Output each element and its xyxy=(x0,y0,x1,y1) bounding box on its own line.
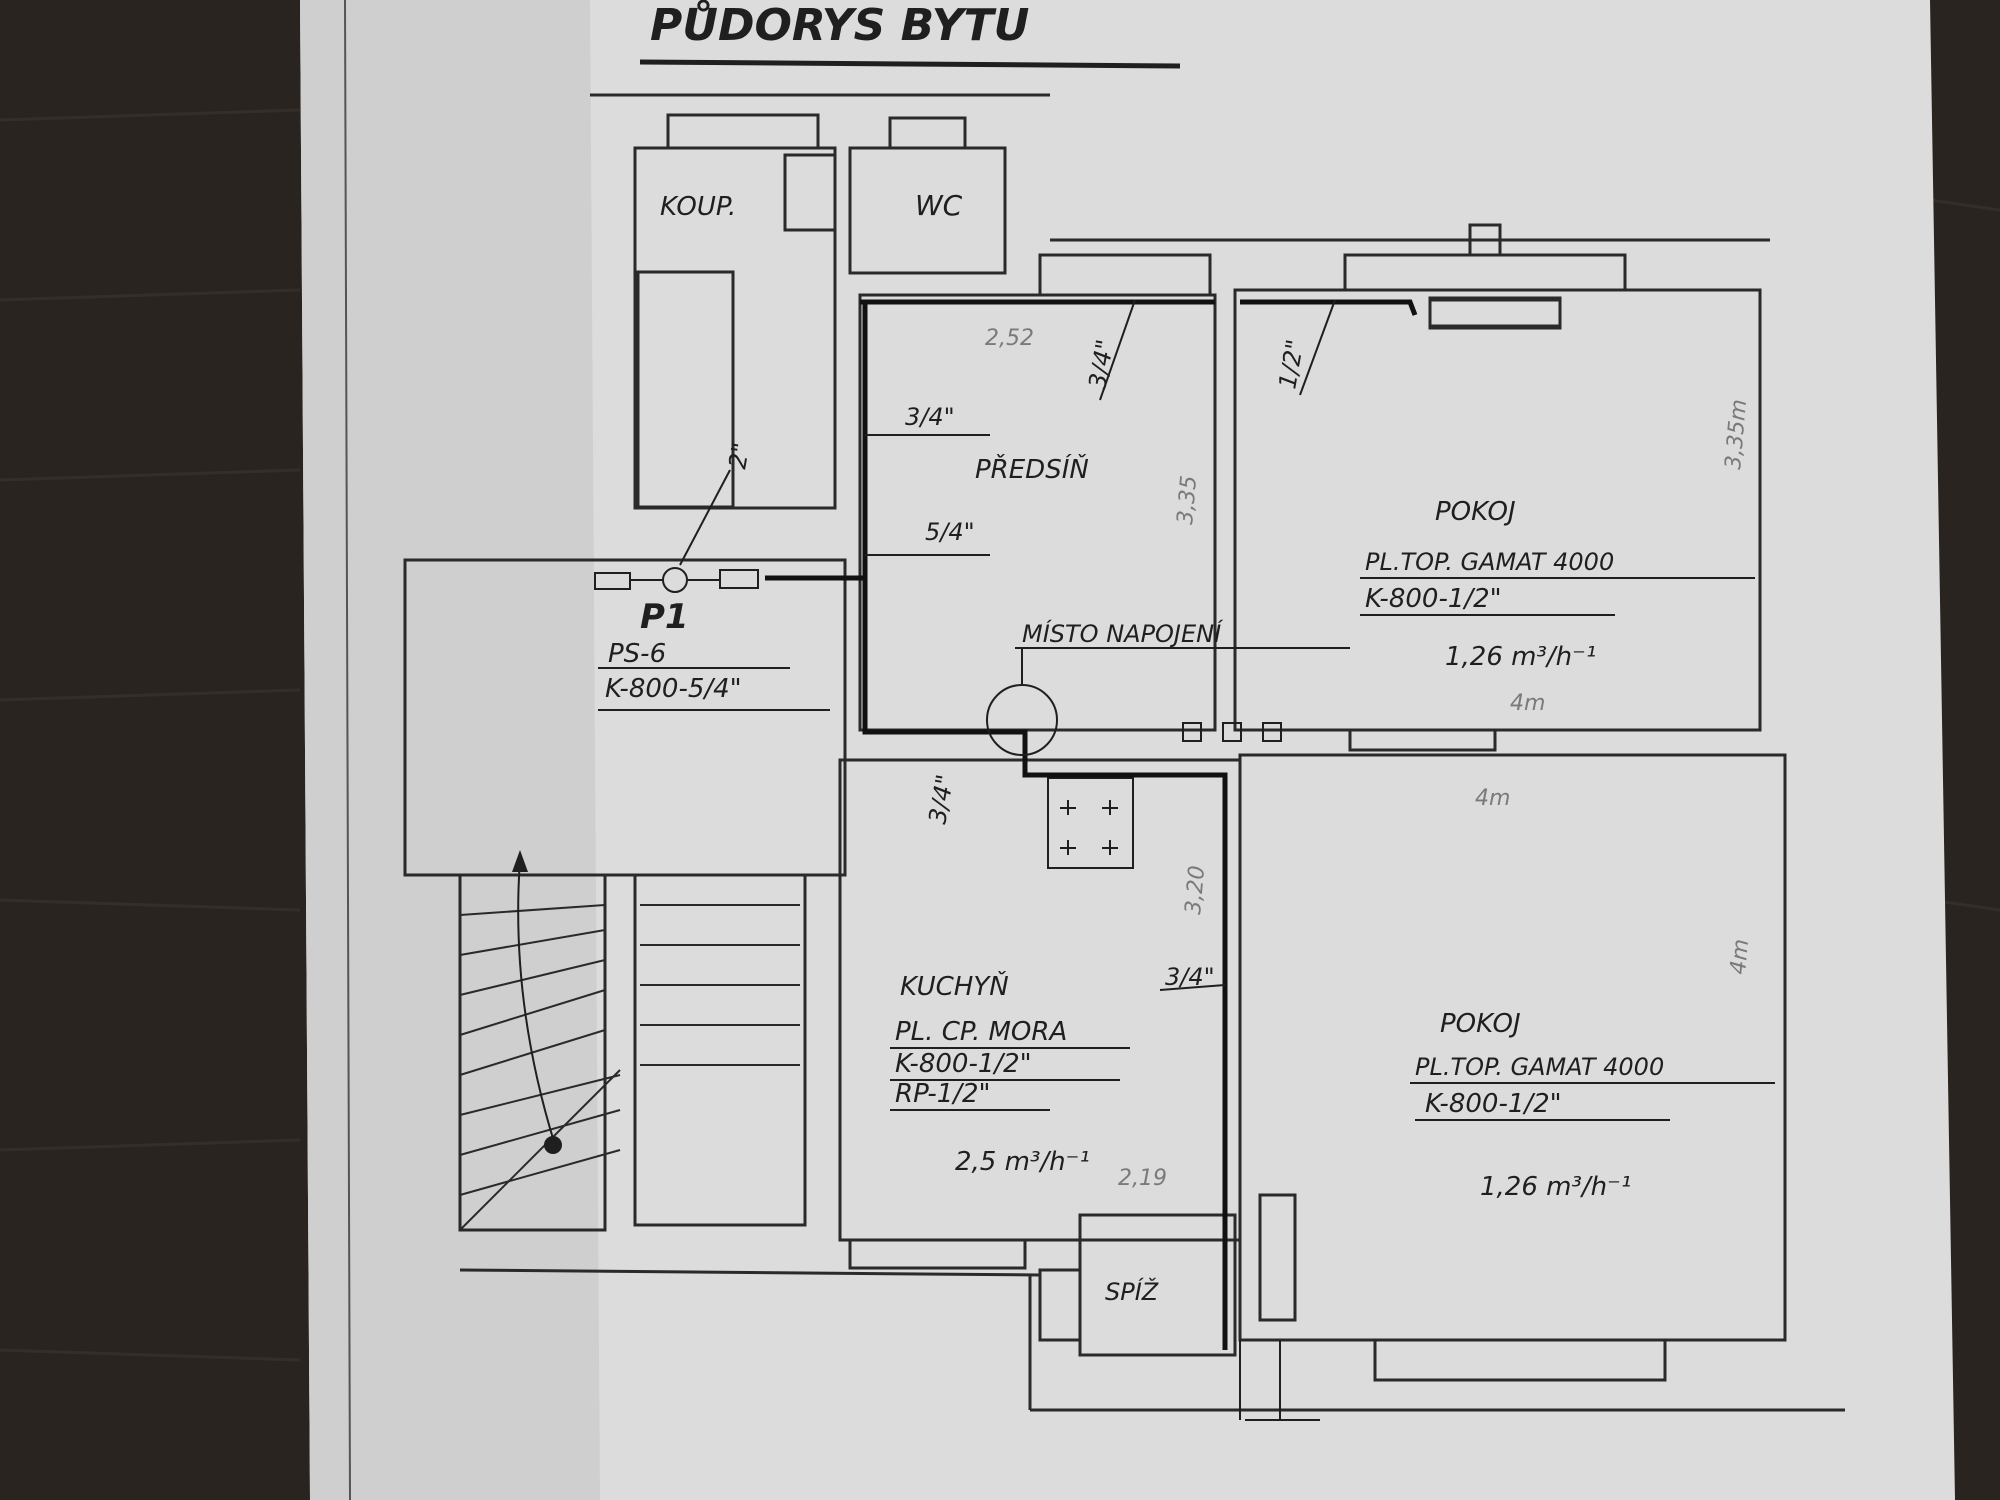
pencil-h-spiz: 2,19 xyxy=(1118,1166,1167,1191)
label-pokoj-top-1: PL.TOP. GAMAT 4000 xyxy=(1365,548,1614,576)
stair-treads xyxy=(459,904,800,1231)
room-label-koupelna: KOUP. xyxy=(660,192,736,222)
stair-arrow-head xyxy=(512,850,528,872)
pipe-size-2: 2" xyxy=(723,440,755,471)
label-p1: P1 xyxy=(640,597,689,637)
pipe-size-34-b-line xyxy=(1099,299,1136,401)
bottom-chimney xyxy=(1239,1340,1320,1421)
stair-arrow xyxy=(517,859,556,1146)
gas-pipes xyxy=(765,299,1418,1350)
room-label-spiz: SPÍŽ xyxy=(1105,1277,1159,1306)
gas-meter-p1 xyxy=(594,567,759,593)
label-pokoj-top-flow: 1,26 m³/h⁻¹ xyxy=(1445,642,1596,672)
label-kuchyn-3: RP-1/2" xyxy=(895,1079,991,1109)
pipe-size-12-a-line xyxy=(1299,299,1336,396)
vent-squares xyxy=(1182,722,1282,742)
label-misto-napojeni: MÍSTO NAPOJENÍ xyxy=(1022,619,1224,648)
label-kuchyn-flow: 2,5 m³/h⁻¹ xyxy=(955,1147,1090,1177)
label-kuchyn-1: PL. CP. MORA xyxy=(895,1017,1067,1047)
room-label-wc: WC xyxy=(915,189,963,222)
pencil-h-pokoj: 3,35m xyxy=(1721,398,1752,470)
stair-start-dot xyxy=(544,1136,562,1154)
paper-margin-line xyxy=(344,0,351,1500)
paper-fold-shadow xyxy=(300,0,600,1500)
label-kuchyn-2: K-800-1/2" xyxy=(895,1049,1032,1079)
pencil-w-pokoj-top: 4m xyxy=(1510,691,1545,716)
label-pokoj-bottom-flow: 1,26 m³/h⁻¹ xyxy=(1480,1172,1631,1202)
pencil-h-kuchyn: 3,20 xyxy=(1181,865,1210,916)
paper-sheet xyxy=(300,0,1955,1500)
pencil-h-predsin: 2,52 xyxy=(985,326,1034,351)
plan-title: PŮDORYS BYTU xyxy=(650,0,1029,51)
title-underline xyxy=(639,59,1181,69)
pipe-size-54: 5/4" xyxy=(925,518,975,546)
walls xyxy=(403,93,1845,1412)
room-label-predsin: PŘEDSÍŇ xyxy=(975,453,1089,485)
room-label-pokoj-top: POKOJ xyxy=(1435,497,1516,527)
label-pokoj-bottom-2: K-800-1/2" xyxy=(1425,1089,1562,1119)
room-label-kuchyn: KUCHYŇ xyxy=(900,970,1009,1002)
label-k800-54: K-800-5/4" xyxy=(605,674,742,704)
pencil-w-pokoj-bottom: 4m xyxy=(1475,786,1510,811)
leader-arrow xyxy=(679,469,731,566)
pipe-size-34-d-line xyxy=(1159,984,1226,991)
room-label-pokoj-bottom: POKOJ xyxy=(1440,1009,1521,1039)
pipe-size-34-a: 3/4" xyxy=(905,403,955,431)
label-ps6: PS-6 xyxy=(608,639,666,669)
stove-icon xyxy=(1047,777,1134,869)
pencil-h-pokoj-bottom: 4m xyxy=(1726,938,1754,975)
label-pokoj-bottom-1: PL.TOP. GAMAT 4000 xyxy=(1415,1053,1664,1081)
pencil-h-predsin-wall: 3,35 xyxy=(1173,475,1202,526)
label-pokoj-top-2: K-800-1/2" xyxy=(1365,584,1502,614)
